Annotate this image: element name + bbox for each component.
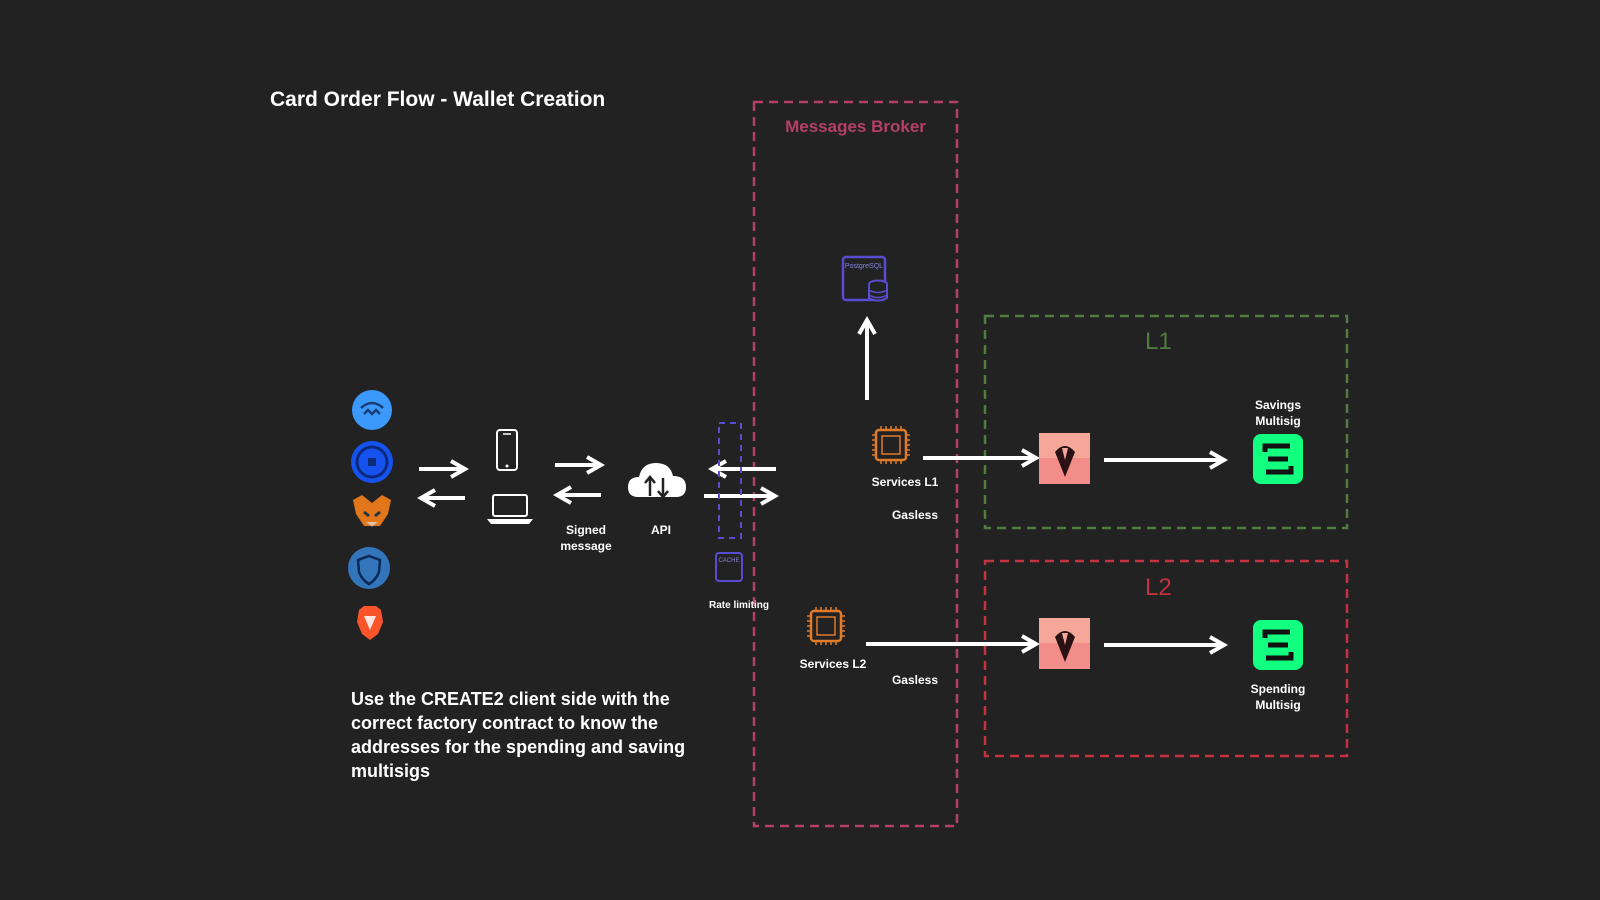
signed-message-line-2: message [560,539,612,553]
l1-box [983,314,1349,530]
signed-message-line-1: Signed [565,523,606,537]
cache-label: CACHE [718,558,739,564]
relay-l2-icon [1039,618,1090,669]
gasless-l1-label: Gasless [891,508,939,522]
gasless-l2-label: Gasless [891,673,939,687]
messages-broker-box [752,100,959,828]
spending-multisig-line-2: Multisig [1255,698,1301,712]
database-label: PostgreSQL [845,263,883,270]
l2-title: L2 [1145,574,1172,601]
savings-multisig-line-2: Multisig [1255,414,1301,428]
cache-icon [715,552,743,582]
diagram-title: Card Order Flow - Wallet Creation [270,88,606,111]
services-l2-chip-icon [807,607,845,645]
create2-note: Use the CREATE2 client side with the cor… [351,689,686,781]
metamask-icon [353,495,391,527]
l1-title: L1 [1145,328,1172,355]
laptop-icon [487,494,533,524]
savings-multisig-line-1: Savings [1254,398,1302,412]
services-l1-chip-icon [872,426,910,464]
brave-wallet-icon [357,606,383,640]
database-icon [841,255,888,302]
savings-multisig-icon [1253,434,1303,484]
spending-multisig-line-1: Spending [1250,682,1306,696]
spending-multisig-label: Spending Multisig [1243,681,1313,713]
mobile-phone-icon [496,429,518,471]
trust-wallet-icon [348,547,390,589]
services-l1-label: Services L1 [871,475,939,489]
cloud-api-icon [628,463,686,499]
relay-l1-icon [1039,433,1090,484]
messages-broker-title: Messages Broker [785,117,926,136]
l2-box [983,559,1349,758]
signed-message-label: Signed message [556,522,616,554]
rate-limiting-label: Rate limiting [708,600,769,611]
services-l2-label: Services L2 [799,657,867,671]
rate-limit-box [718,422,742,539]
spending-multisig-icon [1253,620,1303,670]
coinbase-wallet-icon [351,441,393,483]
savings-multisig-label: Savings Multisig [1243,397,1313,429]
api-label: API [650,523,671,537]
walletconnect-icon [352,390,392,430]
